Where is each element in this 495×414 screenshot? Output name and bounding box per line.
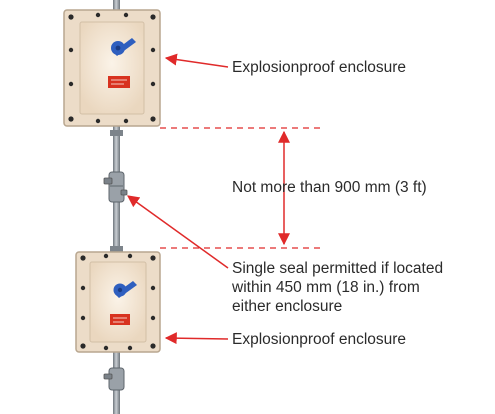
- label-seal-note: Single seal permitted if located within …: [232, 259, 443, 316]
- bottom-enclosure: [75, 251, 161, 353]
- seal-fitting: [103, 171, 128, 203]
- enclosure-bolts-top: [68, 12, 156, 124]
- label-top-enclosure: Explosionproof enclosure: [232, 59, 407, 76]
- label-max-distance: Not more than 900 mm (3 ft): [232, 179, 427, 196]
- enclosure-bolts-bottom: [80, 253, 156, 351]
- label-seal-line: either enclosure: [232, 298, 343, 315]
- handle-icon: [113, 281, 137, 298]
- conduit-bottom-stub: [103, 352, 125, 414]
- top-enclosure: [63, 9, 161, 127]
- leader-arrow-bottom-enclosure: [164, 332, 229, 345]
- conduit-top-stub: [113, 0, 120, 10]
- leader-arrow-top-enclosure: [164, 53, 229, 68]
- nameplate-icon: [110, 314, 130, 325]
- label-seal-line: Single seal permitted if located: [232, 260, 444, 277]
- nameplate-icon: [108, 76, 130, 88]
- label-seal-line: within 450 mm (18 in.) from: [232, 279, 420, 296]
- handle-icon: [111, 38, 136, 56]
- label-bottom-enclosure: Explosionproof enclosure: [232, 331, 407, 348]
- leader-arrow-seal: [127, 195, 229, 269]
